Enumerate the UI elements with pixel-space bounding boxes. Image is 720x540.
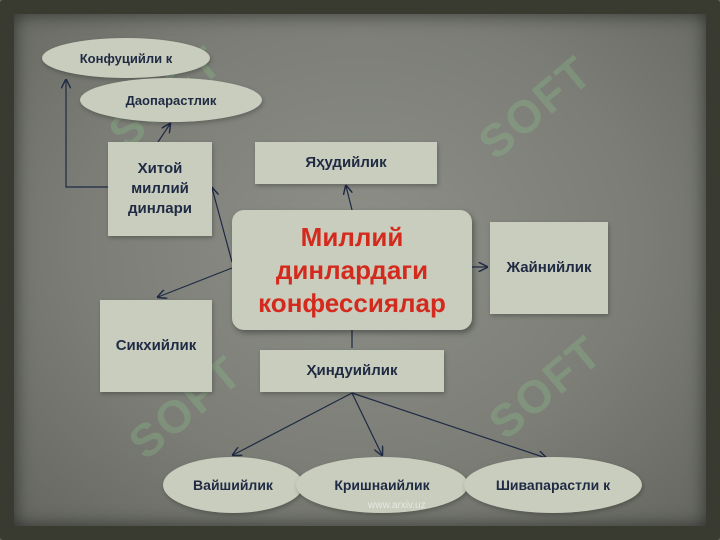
arrow-to-confucianism (66, 80, 110, 188)
node-chinese-religions: Хитой миллий динлари (108, 142, 212, 236)
node-jainism: Жайнийлик (490, 222, 608, 314)
arrow-to-taoism (157, 124, 170, 143)
arrow-to-judaism (346, 186, 352, 211)
node-shaivism-label: Шивапарастли к (495, 476, 611, 493)
node-vaishnavism-label: Вайшийлик (193, 476, 273, 493)
arrow-to-sikhism (158, 267, 233, 297)
node-sikhism-label: Сикхийлик (115, 337, 197, 354)
node-confucianism-label: Конфуцийли к (79, 50, 173, 66)
node-taoism-label: Даопарастлик (125, 92, 217, 108)
node-krishnaism: Кришнаийлик (296, 457, 468, 513)
node-confucianism: Конфуцийли к (42, 38, 210, 78)
arrow-to-chinese (212, 188, 233, 263)
node-shaivism: Шивапарастли к (464, 457, 642, 513)
central-line-3: конфессиялар (258, 287, 446, 318)
arrow-to-vaishnavism (233, 392, 353, 455)
node-judaism: Яҳудийлик (255, 142, 437, 184)
node-jainism-label: Жайнийлик (506, 259, 592, 276)
central-node: Миллий динлардаги конфессиялар (232, 210, 472, 330)
arrow-to-shaivism (351, 392, 546, 458)
arrow-to-krishnaism (351, 392, 382, 455)
central-line-2: динлардаги (275, 254, 429, 285)
site-watermark: www.arxiv.uz (368, 500, 426, 511)
central-line-1: Миллий (300, 221, 404, 252)
node-judaism-label: Яҳудийлик (305, 154, 387, 171)
central-node-label: Миллий динлардаги конфессиялар (258, 221, 446, 320)
node-taoism: Даопарастлик (80, 78, 262, 122)
node-hinduism: Ҳиндуийлик (260, 350, 444, 392)
node-sikhism: Сикхийлик (100, 300, 212, 392)
node-krishnaism-label: Кришнаийлик (334, 476, 430, 493)
node-hinduism-label: Ҳиндуийлик (306, 362, 398, 379)
node-vaishnavism: Вайшийлик (163, 457, 303, 513)
node-chinese-religions-label: Хитой миллий динлари (127, 160, 193, 217)
